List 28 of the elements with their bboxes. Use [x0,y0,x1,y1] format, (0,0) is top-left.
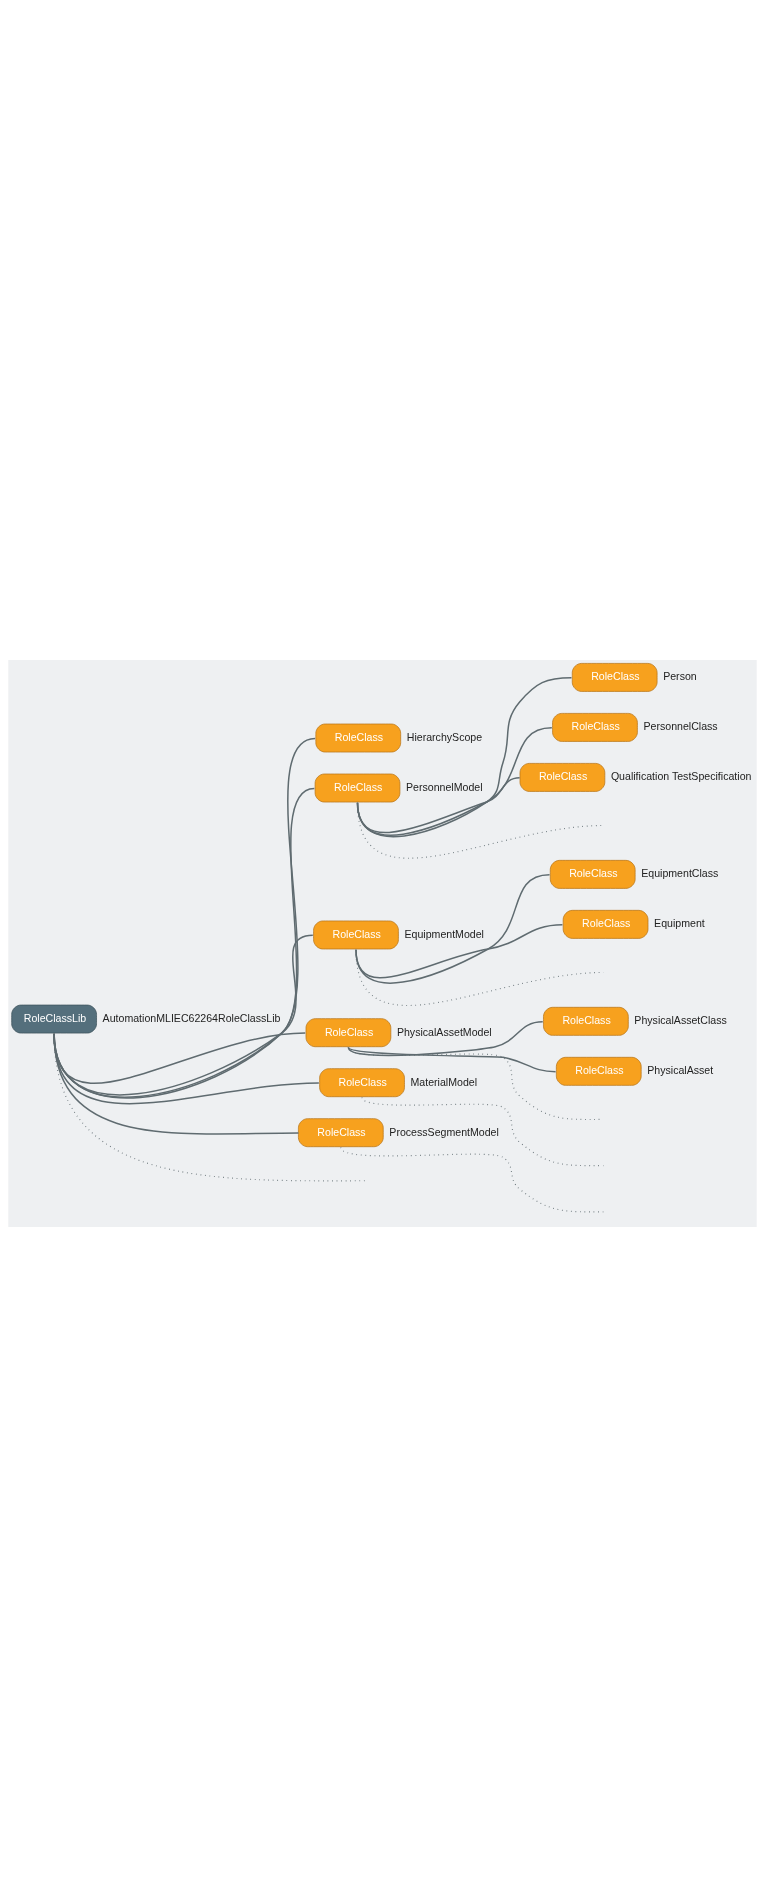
connector [356,677,573,838]
node-label: EquipmentModel [404,927,484,940]
connector [53,1032,306,1084]
connector [347,1046,557,1073]
node-label: MaterialModel [410,1075,478,1088]
node-label: PhysicalAssetClass [634,1014,727,1027]
connector [340,1146,604,1213]
node-label: HierarchyScope [406,730,483,743]
connector [347,1020,544,1057]
connector [53,934,314,1096]
connector [355,924,564,979]
node-label: ProcessSegmentModel [389,1125,499,1138]
node-label: PhysicalAssetModel [396,1025,492,1038]
connector [356,802,604,859]
connector [356,777,521,834]
connector [355,874,551,984]
node-label: AutomationMLIEC62264RoleClassLib [102,1011,281,1024]
node-label: PersonnelModel [405,780,483,793]
connector [361,1096,604,1167]
node-label: Qualification TestSpecification [610,770,752,783]
connector [53,1033,300,1135]
connector [356,727,553,836]
node-label: Equipment [654,917,705,930]
connector [53,1033,320,1105]
node-label: EquipmentClass [641,867,719,880]
node-label: PhysicalAsset [647,1064,714,1077]
node-label: Person [663,670,697,683]
node-label: PersonnelClass [643,720,718,733]
